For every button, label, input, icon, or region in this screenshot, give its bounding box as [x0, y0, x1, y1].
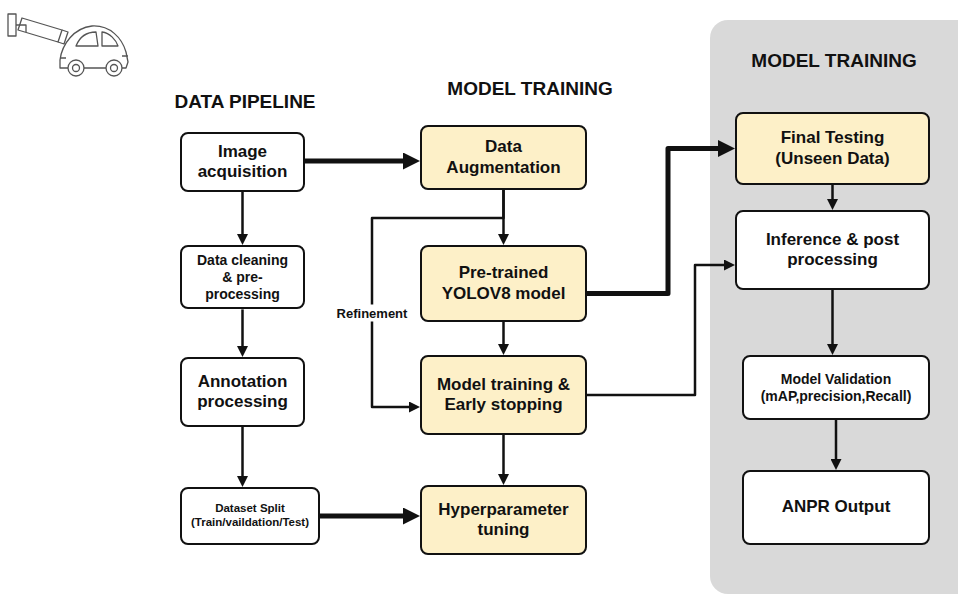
node-text: Model Validation (mAP,precision,Recall)	[752, 371, 920, 405]
flow-arrow	[835, 420, 838, 459]
process-box: ANPR Output	[742, 470, 930, 545]
car-lights	[60, 56, 128, 58]
flow-arrow	[241, 192, 244, 234]
camera-mount	[8, 14, 16, 36]
process-box: Inference & post processing	[735, 210, 930, 290]
node-text: Data Augmentation	[430, 137, 577, 178]
car-wheel	[68, 60, 84, 76]
process-box: Data cleaning & pre-processing	[180, 245, 305, 309]
car-hub	[111, 65, 118, 72]
node-text: Inference & post processing	[745, 230, 920, 271]
node-text: Image acquisition	[190, 142, 295, 183]
node-text: Pre-trained YOLOV8 model	[430, 263, 577, 304]
training-box: Data Augmentation	[420, 125, 587, 190]
stage-panel: MODEL TRAINING Final Testing (Unseen Data…	[710, 20, 958, 594]
flow-arrow	[320, 514, 403, 519]
node-text: Model training & Early stopping	[430, 375, 577, 416]
flow-arrow	[241, 309, 244, 346]
flow-arrow	[587, 149, 718, 294]
node-text: Data cleaning & pre-processing	[190, 252, 295, 302]
flow-arrow	[831, 185, 834, 199]
flow-arrow	[587, 265, 724, 395]
node-text: Hyperparameter tuning	[430, 500, 577, 541]
node-text: Dataset Split (Train/vaildation/Test)	[190, 502, 310, 530]
process-box: Image acquisition	[180, 132, 305, 192]
node-text: ANPR Output	[782, 497, 891, 517]
flow-arrow	[831, 290, 834, 344]
panel-heading: MODEL TRAINING	[710, 50, 958, 73]
flow-arrow	[372, 190, 504, 407]
column-heading: MODEL TRAINING	[425, 78, 635, 100]
flow-arrow	[241, 427, 244, 476]
node-text: Final Testing (Unseen Data)	[745, 128, 920, 169]
node-text: Annotation processing	[190, 372, 295, 413]
training-box: Model training & Early stopping	[420, 355, 587, 435]
training-box: Pre-trained YOLOV8 model	[420, 245, 587, 322]
car-wheel	[106, 60, 122, 76]
training-box: Final Testing (Unseen Data)	[735, 112, 930, 185]
flow-arrow	[502, 435, 505, 474]
flow-arrow	[502, 322, 505, 344]
training-box: Hyperparameter tuning	[420, 485, 587, 555]
car-hub	[73, 65, 80, 72]
camera-car-icon	[0, 0, 140, 90]
column-heading: DATA PIPELINE	[160, 91, 330, 113]
process-box: Dataset Split (Train/vaildation/Test)	[180, 487, 320, 545]
process-box: Annotation processing	[180, 357, 305, 427]
camera-body	[18, 18, 62, 42]
edge-label: Refinement	[335, 304, 410, 321]
flow-arrow	[305, 159, 403, 164]
car-windows	[76, 32, 118, 46]
process-box: Model Validation (mAP,precision,Recall)	[742, 355, 930, 420]
